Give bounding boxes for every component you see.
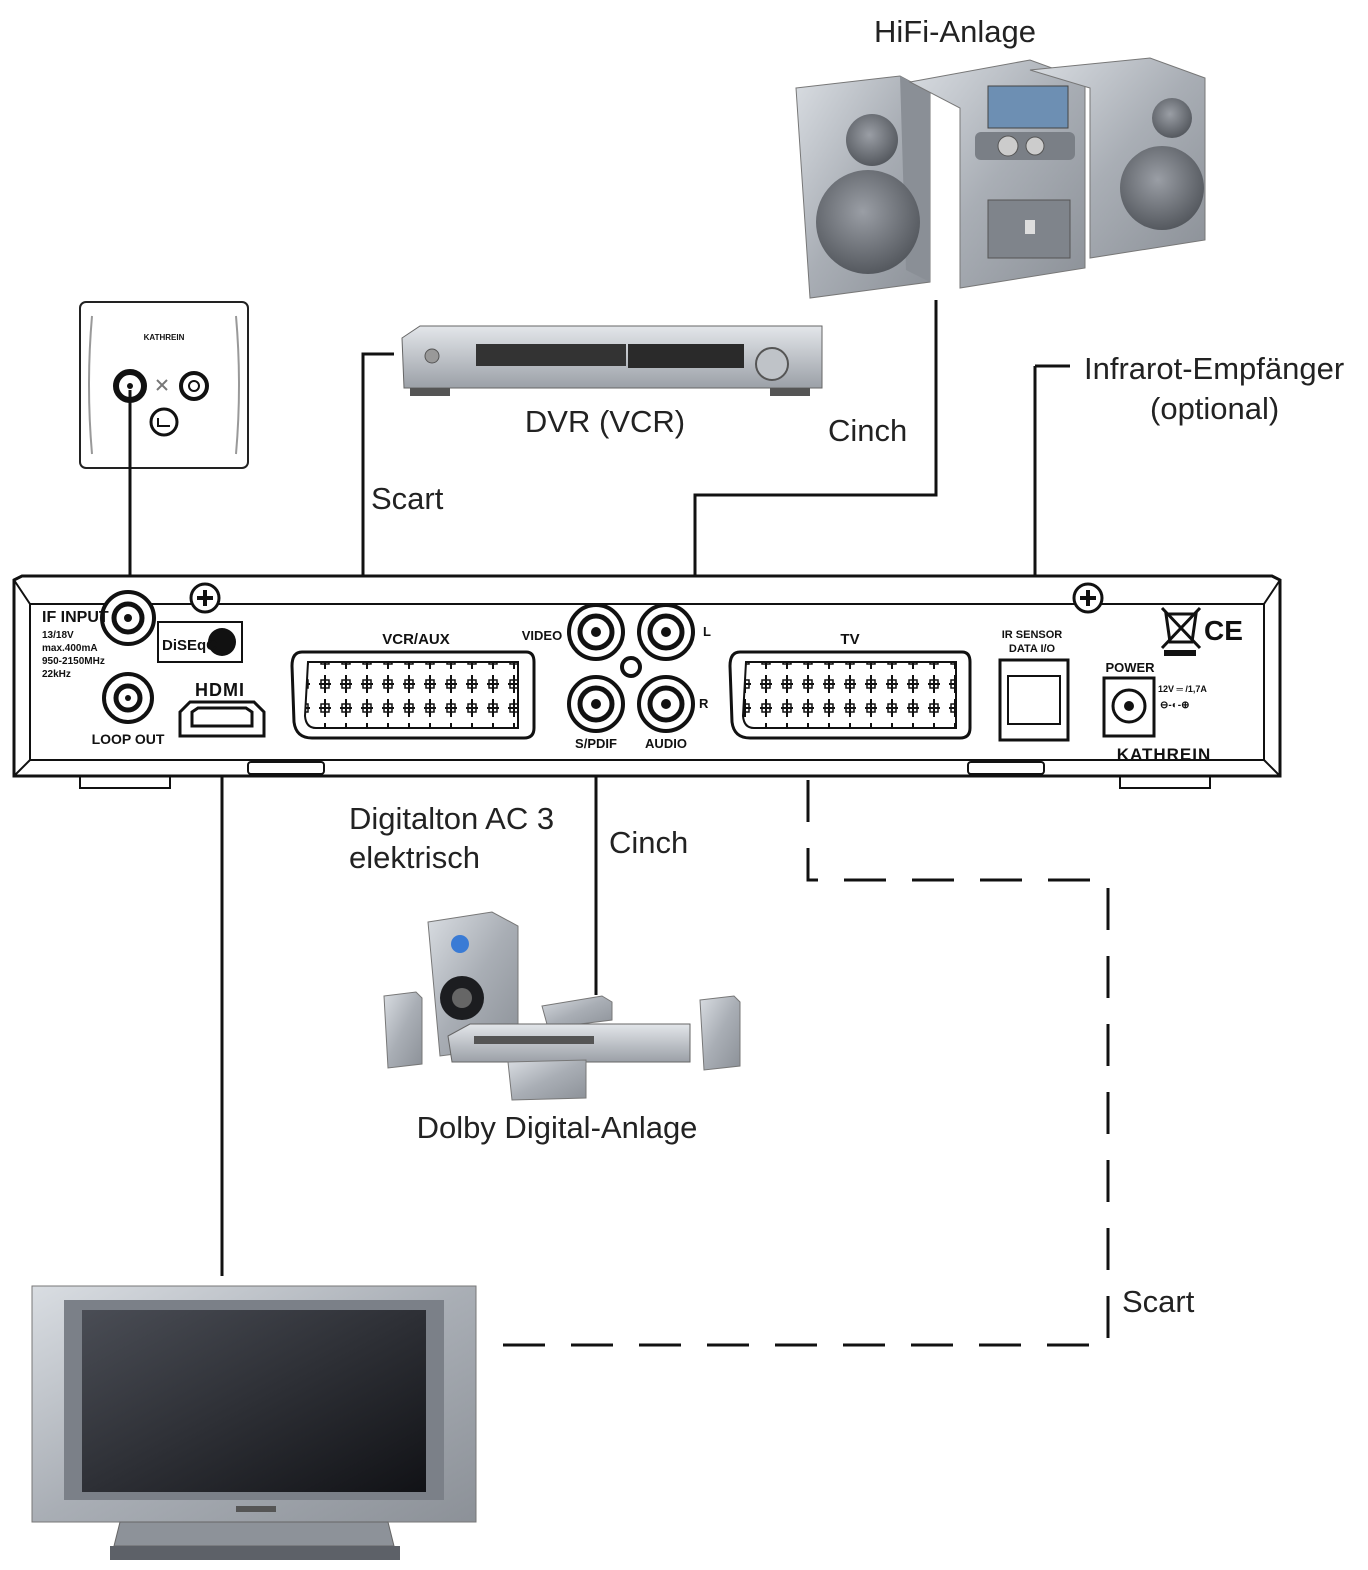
if-input-connector bbox=[100, 590, 156, 646]
dvr-label: DVR (VCR) bbox=[525, 404, 685, 439]
audio-l-rca-jack bbox=[637, 603, 695, 661]
audio-r-rca-jack bbox=[637, 675, 695, 733]
hifi-label: HiFi-Anlage bbox=[874, 14, 1036, 49]
cinch-label-top: Cinch bbox=[828, 413, 908, 448]
scart-label-top: Scart bbox=[371, 481, 444, 516]
power-socket bbox=[1102, 676, 1156, 738]
spdif-label: S/PDIF bbox=[575, 736, 617, 751]
if-spec-tone: 22kHz bbox=[42, 669, 71, 680]
hifi-system-picture bbox=[795, 57, 1206, 299]
tv-label: TV bbox=[840, 631, 859, 648]
hdmi-port bbox=[178, 700, 266, 738]
digital-audio-label: Digitalton AC 3 elektrisch bbox=[349, 801, 555, 875]
video-label: VIDEO bbox=[522, 628, 562, 643]
loop-out-label: LOOP OUT bbox=[92, 731, 165, 747]
power-label: POWER bbox=[1105, 660, 1155, 675]
antenna-wall-socket: KATHREIN bbox=[79, 301, 249, 469]
dolby-label: Dolby Digital-Anlage bbox=[417, 1110, 698, 1145]
if-spec-voltage: 13/18V bbox=[42, 630, 74, 641]
dolby-system-picture bbox=[383, 911, 741, 1101]
vcr-aux-scart-port bbox=[290, 650, 536, 740]
tv-scart-port bbox=[728, 650, 972, 740]
ir-sensor-port bbox=[998, 658, 1070, 742]
if-spec-current: max.400mA bbox=[42, 643, 98, 654]
audio-l-label: L bbox=[703, 624, 711, 639]
video-rca-jack bbox=[567, 603, 625, 661]
audio-r-label: R bbox=[699, 696, 709, 711]
wall-socket-brand: KATHREIN bbox=[144, 333, 185, 342]
loop-out-connector bbox=[102, 672, 154, 724]
if-input-label: IF INPUT bbox=[42, 609, 109, 626]
weee-bin-icon bbox=[1160, 606, 1202, 656]
screw-left-icon bbox=[189, 582, 221, 614]
data-io-label: DATA I/O bbox=[1009, 643, 1056, 655]
scart-label-bottom: Scart bbox=[1122, 1284, 1195, 1319]
screw-right-icon bbox=[1072, 582, 1104, 614]
receiver-rear-panel: IF INPUT 13/18V max.400mA 950-2150MHz 22… bbox=[12, 574, 1282, 789]
dvr-picture bbox=[401, 325, 823, 396]
polarity-icon: ⊖-◐-⊕ bbox=[1160, 700, 1189, 711]
cinch-label-bottom: Cinch bbox=[609, 825, 689, 860]
ir-sensor-label: IR SENSOR bbox=[1002, 629, 1063, 641]
flat-tv-picture bbox=[31, 1285, 477, 1560]
spdif-rca-jack bbox=[567, 675, 625, 733]
if-spec-frequency: 950-2150MHz bbox=[42, 656, 105, 667]
vcr-aux-label: VCR/AUX bbox=[382, 631, 450, 648]
hdmi-label: HDMI bbox=[195, 680, 245, 700]
ir-receiver-label: Infrarot-Empfänger bbox=[1084, 351, 1345, 386]
audio-label: AUDIO bbox=[645, 736, 687, 751]
ce-mark: CE bbox=[1204, 615, 1243, 646]
receiver-brand: KATHREIN bbox=[1117, 745, 1212, 764]
diseqc-label: DiSEqC bbox=[162, 637, 217, 654]
power-spec-label: 12V ═ /1,7A bbox=[1158, 684, 1207, 694]
ir-receiver-optional-label: (optional) bbox=[1150, 391, 1280, 426]
diseqc-logo: DiSEqC bbox=[157, 621, 243, 663]
